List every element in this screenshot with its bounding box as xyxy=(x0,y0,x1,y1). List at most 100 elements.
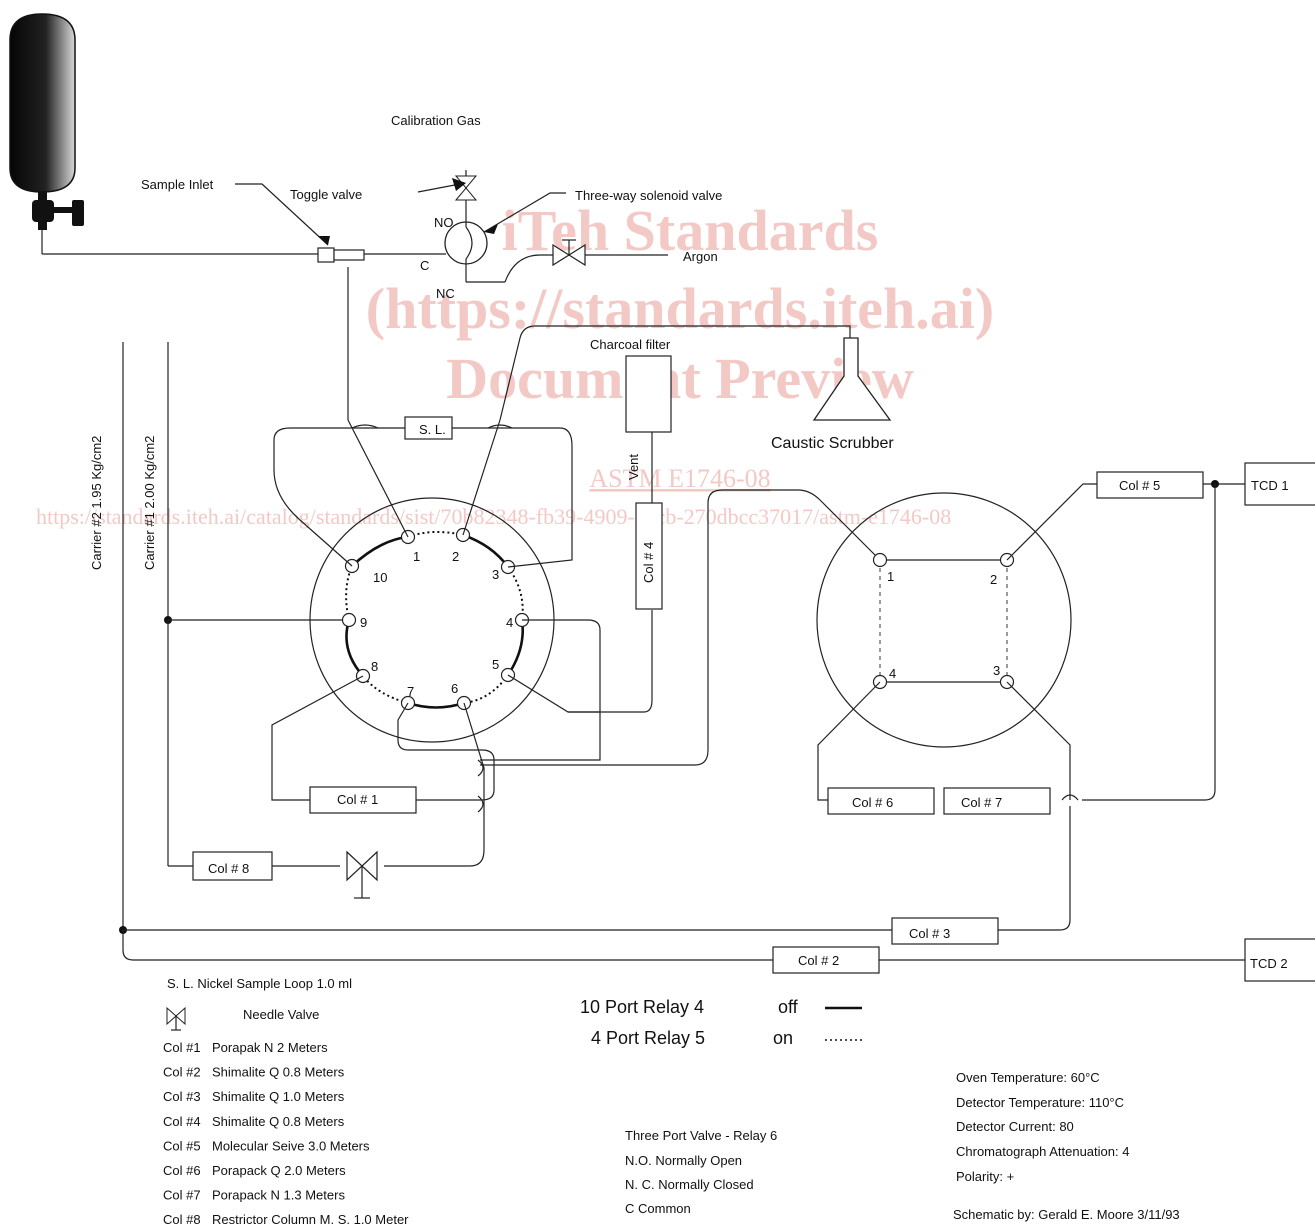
relay4-state: off xyxy=(778,997,799,1017)
chromatograph-attenuation: Chromatograph Attenuation: 4 xyxy=(956,1144,1129,1159)
needle-valve-icon xyxy=(166,1006,186,1031)
col-legend-key: Col #5 xyxy=(163,1138,201,1153)
inlet-line xyxy=(42,170,668,283)
valve4-port-label: 2 xyxy=(990,572,997,587)
relay5-label: 4 Port Relay 5 xyxy=(591,1028,705,1048)
col5-label: Col # 5 xyxy=(1119,478,1160,493)
watermark-line2: (https://standards.iteh.ai) xyxy=(366,276,994,341)
col-legend-key: Col #4 xyxy=(163,1114,201,1129)
detector-temperature: Detector Temperature: 110°C xyxy=(956,1095,1124,1110)
col4-label: Col # 4 xyxy=(641,542,656,583)
schematic-author: Schematic by: Gerald E. Moore 3/11/93 xyxy=(953,1207,1180,1222)
operating-settings: Oven Temperature: 60°C Detector Temperat… xyxy=(953,1070,1180,1222)
carrier2-label: Carrier #2 1.95 Kg/cm2 xyxy=(89,436,104,570)
valve10-port-label: 2 xyxy=(452,549,459,564)
col4-box xyxy=(635,502,663,610)
valve4-port xyxy=(872,552,888,568)
col-legend-key: Col #3 xyxy=(163,1089,201,1104)
calibration-gas-label: Calibration Gas xyxy=(391,113,481,128)
col5-box xyxy=(1096,471,1204,499)
watermark-url: https://standards.iteh.ai/catalog/standa… xyxy=(36,504,951,529)
relay5-state: on xyxy=(773,1028,793,1048)
col6-box xyxy=(827,787,935,815)
tcd2-label: TCD 2 xyxy=(1250,956,1288,971)
valve4-port-label: 3 xyxy=(993,663,1000,678)
diagram-labels: Calibration Gas Sample Inlet Toggle valv… xyxy=(89,113,1289,971)
caustic-scrubber-flask xyxy=(812,337,892,421)
col1-box xyxy=(309,786,417,814)
col-legend-key: Col #1 xyxy=(163,1040,201,1055)
right-side-lines xyxy=(772,462,1315,982)
lower-left-lines xyxy=(192,432,881,899)
sample-loop-lines xyxy=(273,267,851,568)
tcd1-box xyxy=(1244,462,1315,506)
watermark: iTeh Standards (https://standards.iteh.a… xyxy=(36,198,994,529)
three-port-nc: N. C. Normally Closed xyxy=(625,1177,754,1192)
vent-label: Vent xyxy=(626,454,641,480)
valve10-port-label: 10 xyxy=(373,570,387,585)
toggle-valve-body xyxy=(317,247,335,263)
sample-loop-box xyxy=(404,416,453,440)
argon-label: Argon xyxy=(683,249,718,264)
valve10-port-label: 7 xyxy=(407,684,414,699)
gas-cylinder xyxy=(9,13,84,254)
col-legend-desc: Porapak N 2 Meters xyxy=(212,1040,328,1055)
sample-inlet-label: Sample Inlet xyxy=(141,177,214,192)
col7-box xyxy=(943,787,1051,815)
charcoal-filter xyxy=(625,355,672,433)
relay-legend: 10 Port Relay 4 off 4 Port Relay 5 on xyxy=(580,997,865,1048)
carrier-lines xyxy=(119,342,1245,961)
col-legend-desc: Shimalite Q 1.0 Meters xyxy=(212,1089,345,1104)
col-legend-key: Col #2 xyxy=(163,1065,201,1080)
col3-label: Col # 3 xyxy=(909,926,950,941)
sample-loop-label: S. L. xyxy=(419,422,446,437)
needle-valve-legend: Needle Valve xyxy=(243,1007,319,1022)
valve10-port-label: 5 xyxy=(492,657,499,672)
three-port-c: C Common xyxy=(625,1201,691,1216)
nc-label: NC xyxy=(436,286,455,301)
polarity: Polarity: + xyxy=(956,1169,1014,1184)
col-legend-desc: Molecular Seive 3.0 Meters xyxy=(212,1138,370,1153)
valve10-port-label: 6 xyxy=(451,681,458,696)
valve10-port-label: 9 xyxy=(360,615,367,630)
col-legend-desc: Shimalite Q 0.8 Meters xyxy=(212,1065,345,1080)
col8-label: Col # 8 xyxy=(208,861,249,876)
three-port-legend: Three Port Valve - Relay 6 N.O. Normally… xyxy=(625,1128,777,1216)
oven-temperature: Oven Temperature: 60°C xyxy=(956,1070,1100,1085)
col-legend-desc: Porapack N 1.3 Meters xyxy=(212,1188,345,1203)
watermark-standard: ASTM E1746-08 xyxy=(589,464,770,493)
vent-path xyxy=(625,337,892,610)
three-port-title: Three Port Valve - Relay 6 xyxy=(625,1128,777,1143)
tcd1-label: TCD 1 xyxy=(1251,478,1289,493)
relay4-label: 10 Port Relay 4 xyxy=(580,997,704,1017)
valve4-port-label: 1 xyxy=(887,569,894,584)
caustic-scrubber-label: Caustic Scrubber xyxy=(771,435,894,452)
valve10-port xyxy=(341,612,357,628)
col7-label: Col # 7 xyxy=(961,795,1002,810)
toggle-valve-label: Toggle valve xyxy=(290,187,362,202)
charcoal-filter-label: Charcoal filter xyxy=(590,337,671,352)
tcd2-box xyxy=(1244,938,1315,982)
component-legend: S. L. Nickel Sample Loop 1.0 ml Needle V… xyxy=(163,976,409,1224)
col8-box xyxy=(192,851,273,881)
three-port-no: N.O. Normally Open xyxy=(625,1153,742,1168)
col-legend-desc: Restrictor Column M. S. 1.0 Meter xyxy=(212,1212,409,1224)
col-legend-key: Col #6 xyxy=(163,1163,201,1178)
valve10-port-label: 1 xyxy=(413,549,420,564)
col-legend-key: Col #8 xyxy=(163,1212,201,1224)
col-legend-desc: Porapack Q 2.0 Meters xyxy=(212,1163,346,1178)
sample-loop-legend: S. L. Nickel Sample Loop 1.0 ml xyxy=(167,976,352,991)
valve10-port-label: 3 xyxy=(492,567,499,582)
col1-label: Col # 1 xyxy=(337,792,378,807)
col6-label: Col # 6 xyxy=(852,795,893,810)
col2-label: Col # 2 xyxy=(798,953,839,968)
col2-box xyxy=(772,946,880,974)
valve10-port-label: 4 xyxy=(506,615,513,630)
no-label: NO xyxy=(434,215,454,230)
c-label: C xyxy=(420,258,429,273)
three-way-valve-label: Three-way solenoid valve xyxy=(575,188,722,203)
valve10-port-label: 8 xyxy=(371,659,378,674)
col-legend-desc: Shimalite Q 0.8 Meters xyxy=(212,1114,345,1129)
